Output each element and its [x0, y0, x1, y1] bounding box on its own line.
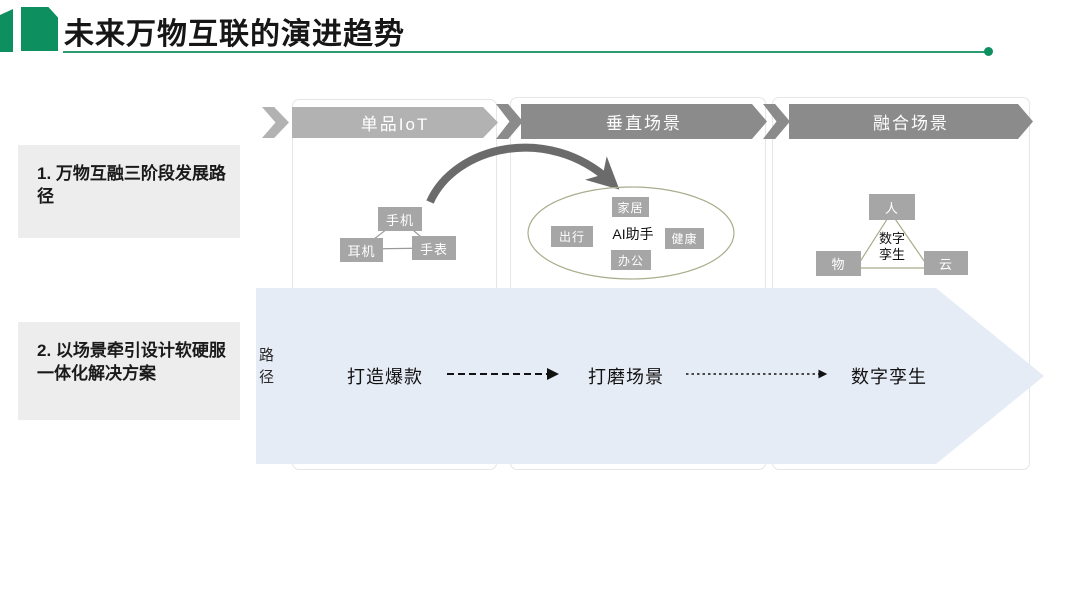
- stage-banner-vertical-scene: 垂直场景: [521, 104, 767, 139]
- title-accent-square-icon: [21, 7, 58, 51]
- step-label-digital-twin: 数字孪生: [851, 367, 927, 387]
- path-row-label: 路径: [259, 347, 275, 386]
- node-office: 办公: [611, 250, 651, 270]
- path-arrow: [256, 288, 1044, 464]
- title-underline: [63, 51, 988, 53]
- node-cloud: 云: [924, 251, 968, 275]
- info-box-solution: 2. 以场景牵引设计软硬服一体化解决方案: [18, 322, 240, 420]
- node-things: 物: [816, 251, 861, 276]
- node-earphones: 耳机: [340, 238, 383, 262]
- title-underline-dot-icon: [984, 47, 993, 56]
- ai-assistant-label: AI助手: [612, 226, 654, 242]
- node-health: 健康: [665, 228, 704, 249]
- stage-banner-single-iot: 单品IoT: [292, 107, 498, 138]
- info-box-stages: 1. 万物互融三阶段发展路径: [18, 145, 240, 238]
- title-accent-bar-icon: [0, 9, 13, 52]
- node-person: 人: [869, 194, 915, 220]
- page-title: 未来万物互联的演进趋势: [64, 18, 405, 51]
- step-label-polish-scene: 打磨场景: [588, 367, 664, 387]
- stage-banner-fusion-scene: 融合场景: [789, 104, 1033, 139]
- chevron-right-icon: [262, 107, 289, 138]
- node-travel: 出行: [551, 226, 593, 247]
- step-label-hit-product: 打造爆款: [347, 367, 423, 387]
- node-home: 家居: [612, 197, 649, 217]
- node-watch: 手表: [412, 236, 456, 260]
- node-phone: 手机: [378, 207, 422, 231]
- info-box-solution-text: 2. 以场景牵引设计软硬服一体化解决方案: [37, 341, 226, 384]
- digital-twin-label: 数字孪生: [878, 231, 905, 263]
- info-box-stages-text: 1. 万物互融三阶段发展路径: [37, 164, 226, 207]
